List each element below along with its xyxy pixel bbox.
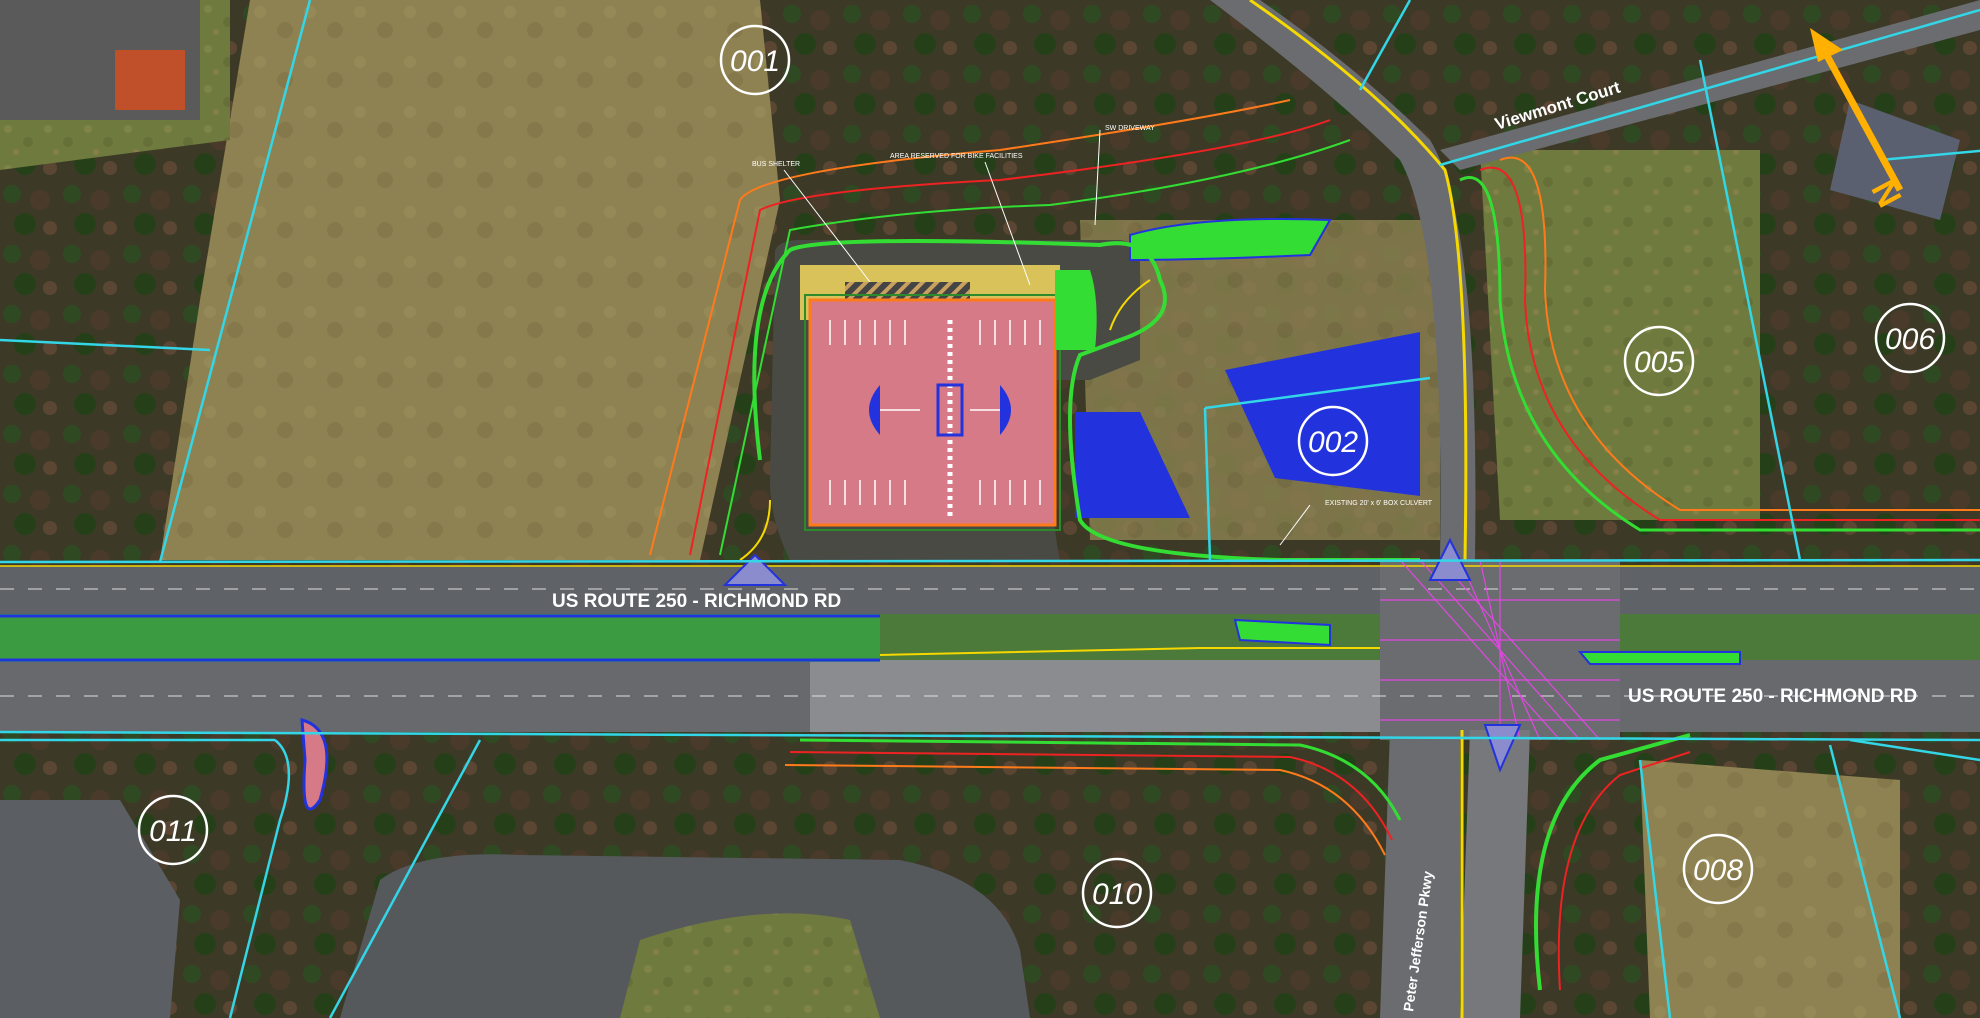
svg-text:008: 008 bbox=[1693, 854, 1743, 887]
parcel-005: 005 bbox=[1623, 325, 1695, 397]
parcel-010: 010 bbox=[1081, 857, 1153, 929]
callout-sw-driveway: SW DRIVEWAY bbox=[1105, 125, 1155, 132]
callout-bus-shelter: BUS SHELTER bbox=[752, 161, 800, 168]
parcel-011: 011 bbox=[137, 794, 209, 866]
svg-text:002: 002 bbox=[1308, 426, 1358, 459]
peter-jefferson-pkwy bbox=[1380, 730, 1530, 1018]
parcel-001: 001 bbox=[719, 24, 791, 96]
svg-text:011: 011 bbox=[149, 815, 197, 848]
label-route-250-east: US ROUTE 250 - RICHMOND RD bbox=[1628, 686, 1917, 707]
intersection-signal-paths bbox=[1380, 559, 1620, 741]
construction-limits bbox=[649, 99, 1980, 991]
callout-existing-box: EXISTING 20' x 6' BOX CULVERT bbox=[1325, 500, 1433, 507]
svg-text:001: 001 bbox=[730, 45, 780, 78]
yellow-lines bbox=[739, 279, 1380, 656]
label-route-250-west: US ROUTE 250 - RICHMOND RD bbox=[552, 591, 841, 612]
svg-text:005: 005 bbox=[1634, 346, 1684, 379]
parcel-002: 002 bbox=[1297, 405, 1369, 477]
parking-lot-southwest bbox=[0, 800, 1030, 1018]
stormwater-areas bbox=[300, 332, 1420, 811]
site-development bbox=[770, 218, 1332, 560]
callout-area-reserved: AREA RESERVED FOR BIKE FACILITIES bbox=[890, 153, 1023, 160]
median-improvements bbox=[0, 614, 1741, 665]
parcel-008: 008 bbox=[1682, 833, 1754, 905]
svg-text:010: 010 bbox=[1092, 878, 1142, 911]
parcel-labels: 001 002 005 006 008 010 011 bbox=[137, 24, 1946, 929]
callouts: BUS SHELTER AREA RESERVED FOR BIKE FACIL… bbox=[752, 125, 1433, 546]
parcel-006: 006 bbox=[1874, 302, 1946, 374]
svg-text:006: 006 bbox=[1885, 323, 1935, 356]
